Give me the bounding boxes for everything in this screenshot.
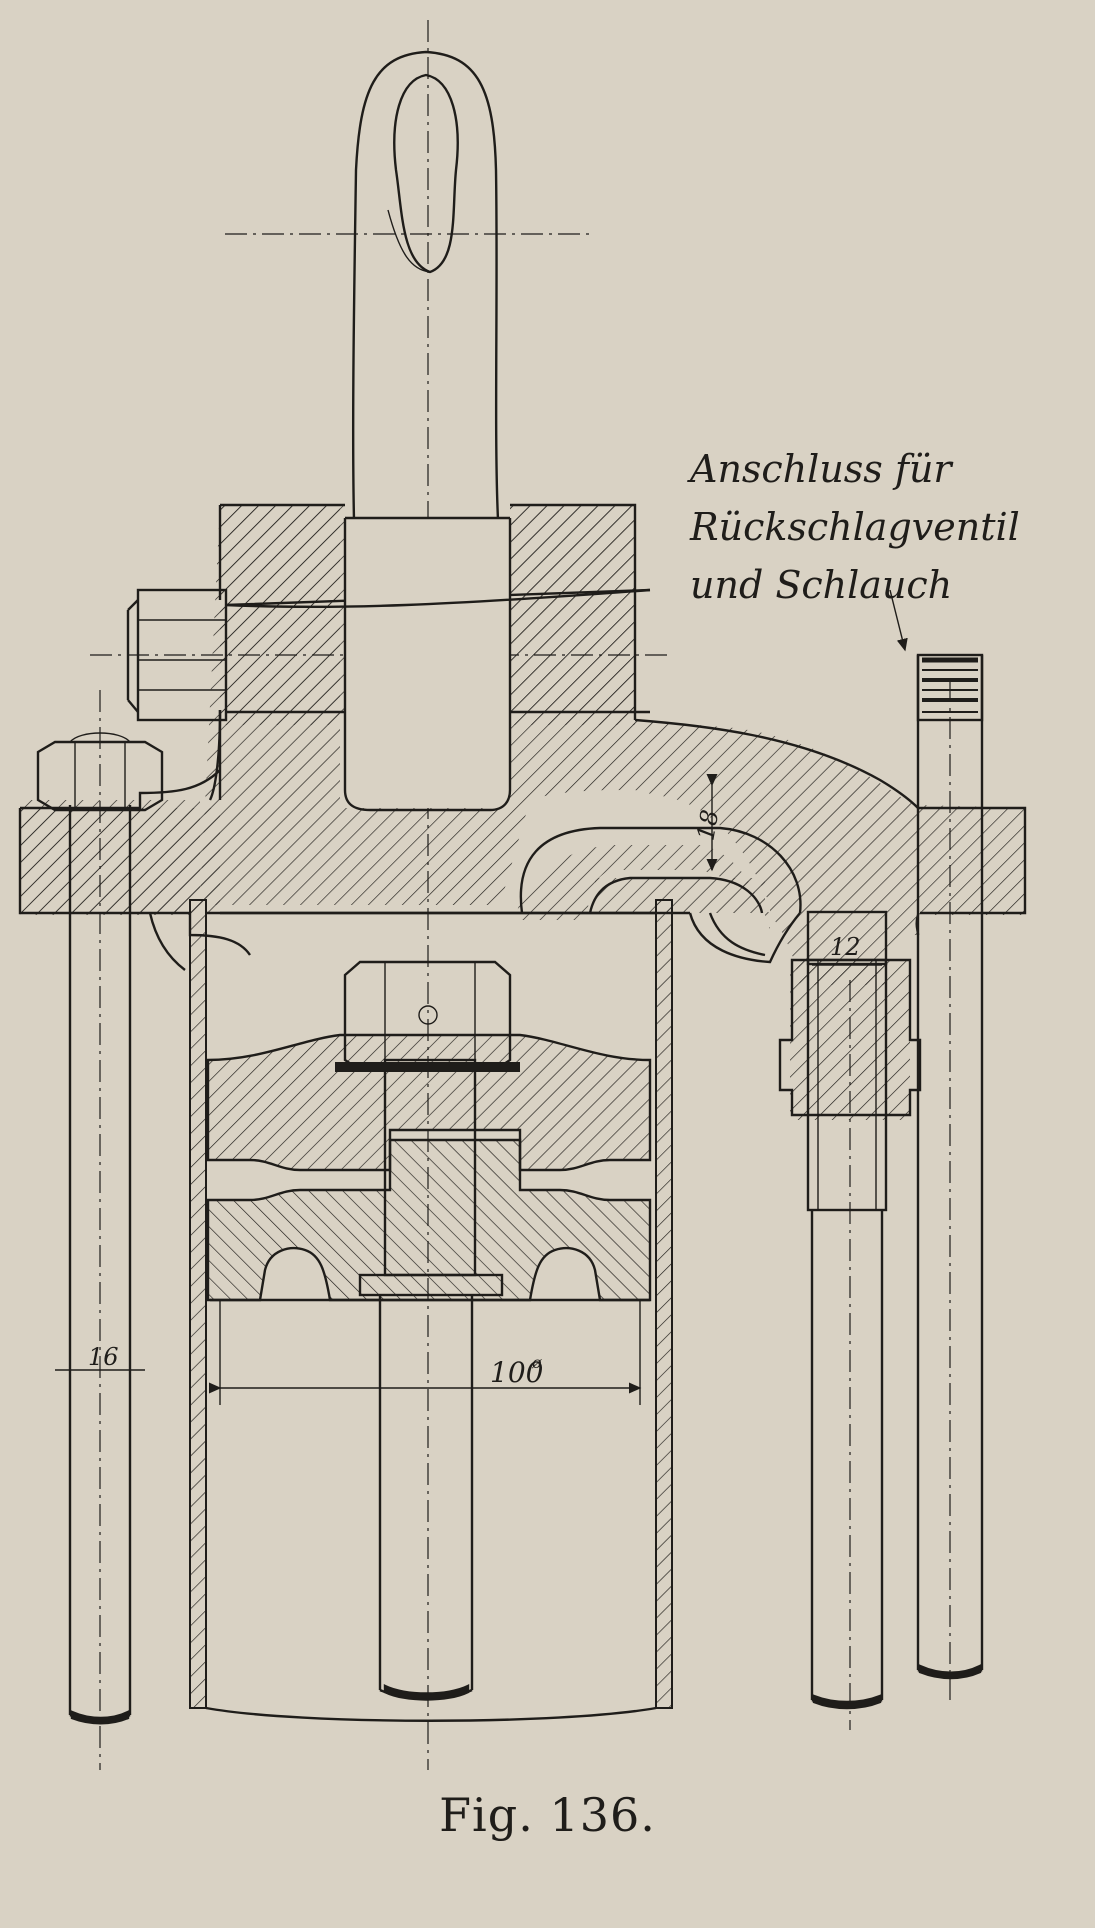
annotation-line-3: und Schlauch (690, 563, 952, 607)
figure-caption: Fig. 136. (439, 1788, 656, 1842)
thread-marks (922, 657, 978, 713)
dimension-lines (55, 589, 908, 1405)
dim-12: 12 (830, 933, 861, 961)
left-tie-rod (36, 732, 164, 1725)
annotation-line-1: Anschluss für (687, 447, 954, 491)
return-tube (810, 1210, 884, 1710)
dim-16: 16 (88, 1343, 119, 1371)
dim-100: 100 (490, 1356, 543, 1389)
dim-100-dia-mark: ø (531, 1353, 542, 1372)
dimension-labels: 18 12 16 100 ø (88, 808, 861, 1389)
handle-socket (225, 516, 651, 812)
connection-annotation: Anschluss für Rückschlagventil und Schla… (687, 447, 1020, 607)
annotation-line-2: Rückschlagventil (689, 505, 1020, 549)
right-hose-tube (915, 653, 984, 1680)
cylinder (189, 899, 673, 1722)
dim-18: 18 (691, 808, 724, 843)
piston (206, 960, 652, 1701)
lever-handle (351, 50, 500, 521)
